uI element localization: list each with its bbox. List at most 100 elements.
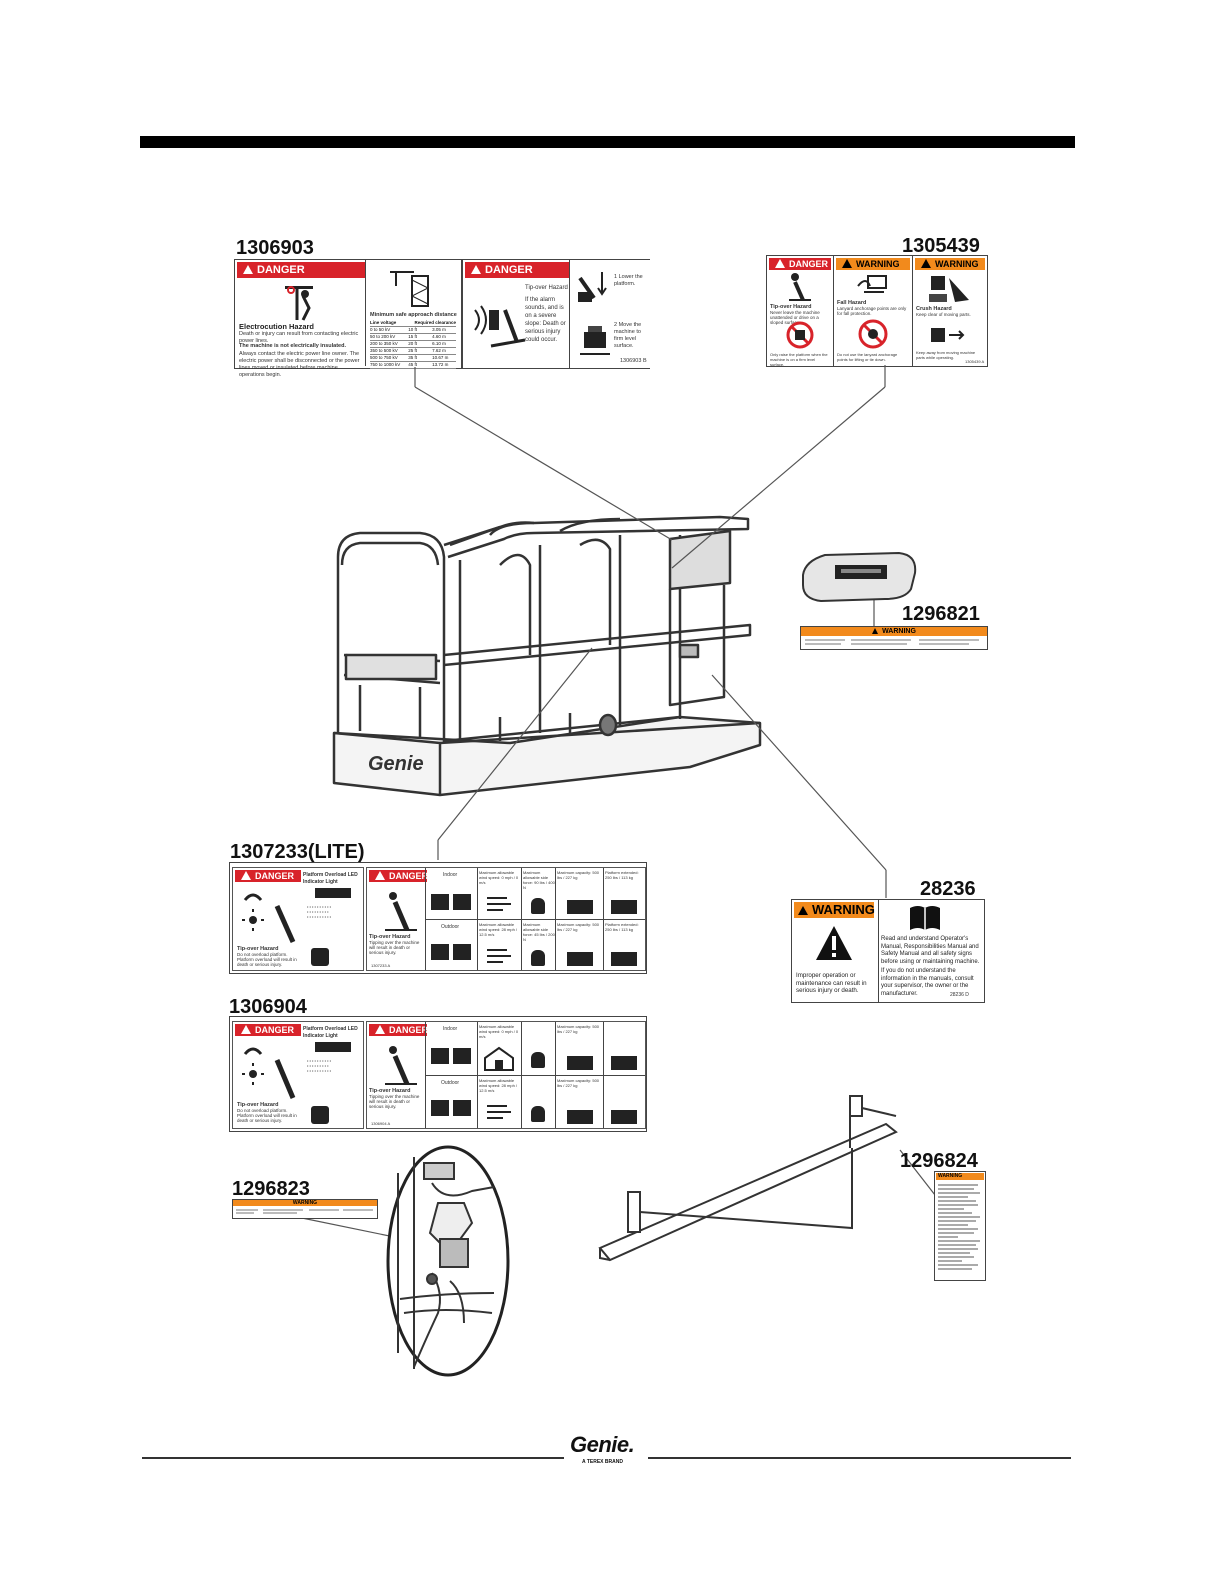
alarm-text: If the alarm sounds, and is on a severe … xyxy=(525,297,566,343)
left-text: Improper operation or maintenance can re… xyxy=(796,972,867,994)
capacity-icon-2 xyxy=(567,1110,593,1124)
decal-1296823: WARNING xyxy=(232,1199,378,1219)
led-light-icon xyxy=(315,888,351,898)
p1-text: Never leave the machine unattended or dr… xyxy=(770,310,820,325)
capacity-indoor: Maximum capacity: 500 lbs / 227 kg xyxy=(557,1024,600,1034)
tipover2-title: Tip-over Hazard xyxy=(369,934,411,940)
text-line xyxy=(938,1240,980,1242)
outdoor-label: Outdoor xyxy=(441,1080,460,1086)
extended-icon-2 xyxy=(611,1110,637,1124)
p2b-text: Do not use the lanyard anchorage points … xyxy=(837,352,898,362)
text-line xyxy=(938,1204,978,1206)
danger-header: DANGER xyxy=(235,870,301,882)
lower-text: 1 Lower the platform. xyxy=(614,274,643,287)
detail-circle-illustration xyxy=(386,1145,510,1377)
wind-outdoor: Maximum allowable wind speed: 28 mph / 1… xyxy=(479,1078,518,1093)
side-force-indoor: Maximum allowable side force: 90 lbs / 4… xyxy=(523,870,555,890)
indoor-label: Indoor xyxy=(443,872,458,878)
danger-header-2: DANGER xyxy=(465,262,573,278)
warning-header: WARNING xyxy=(794,902,875,918)
capacity-panel: DANGER Tip-over Hazard Tipping over the … xyxy=(366,1021,646,1129)
wind-icon xyxy=(487,1105,511,1119)
crush-panel: WARNING Crush Hazard Keep clear of movin… xyxy=(913,256,987,366)
overload-panel: DANGER Platform Overload LED Indicator L… xyxy=(232,867,364,971)
text-line xyxy=(938,1264,978,1266)
part-number-1307233: 1307233(LITE) xyxy=(230,841,365,863)
right-text-1: Read and understand Operator's Manual, R… xyxy=(881,936,980,965)
machine-level-icon xyxy=(580,326,610,355)
clearance-cell: 200 to 350 kV xyxy=(370,341,398,346)
p1b-text: Only raise the platform when the machine… xyxy=(770,352,828,367)
extended-icon xyxy=(611,1056,637,1070)
text-line xyxy=(938,1260,962,1262)
text-line xyxy=(938,1256,974,1258)
overload-indicator-icon xyxy=(242,1047,296,1099)
outdoor-icon xyxy=(429,940,473,964)
part-number-28236: 28236 xyxy=(920,878,976,900)
person-tipping-icon xyxy=(385,1046,417,1085)
indoor-house-icon xyxy=(429,1044,473,1066)
not-insulated-text: The machine is not electrically insulate… xyxy=(239,343,346,349)
overload-title: Platform Overload LED Indicator Light xyxy=(303,1026,358,1039)
clearance-cell: 45 ft xyxy=(408,362,417,367)
clearance-cell: 13.72 m xyxy=(432,362,449,367)
extended-icon xyxy=(611,900,637,914)
led-light-icon xyxy=(315,1042,351,1052)
capacity-outdoor: Maximum capacity: 500 lbs / 227 kg xyxy=(557,1078,600,1088)
hand-force-icon xyxy=(531,1052,545,1068)
clearance-cell: 6.10 m xyxy=(432,341,446,346)
text-line xyxy=(938,1212,972,1214)
clearance-cell: 500 to 750 kV xyxy=(370,355,398,360)
capacity-icon-2 xyxy=(567,952,593,966)
decal-text-lines xyxy=(938,1184,982,1276)
text-line xyxy=(938,1252,970,1254)
decal-1306903-left: DANGER Electrocution Hazard Death or inj… xyxy=(234,259,462,378)
clearance-cell: Required clearance xyxy=(414,320,456,325)
warning-header: WARNING xyxy=(801,627,987,636)
overload-light-illustration xyxy=(802,551,917,603)
lower-platform-icon xyxy=(578,272,607,302)
part-number-1296821: 1296821 xyxy=(902,603,980,625)
overload-panel: DANGER Platform Overload LED Indicator L… xyxy=(232,1021,364,1129)
wind-outdoor: Maximum allowable wind speed: 28 mph / 1… xyxy=(479,922,518,937)
crush-icon xyxy=(929,276,969,302)
clearance-cell: 20 ft xyxy=(408,341,417,346)
no-slope-icon xyxy=(786,321,814,349)
wind-indoor: Maximum allowable wind speed: 0 mph / 0 … xyxy=(479,870,519,885)
part-number-1306903: 1306903 xyxy=(236,237,314,259)
tipover-title: Tip-over Hazard xyxy=(237,946,279,952)
part-number-1306904: 1306904 xyxy=(229,996,307,1018)
drive-text: 2 Move the machine to firm level surface… xyxy=(614,322,642,349)
capacity-icon xyxy=(567,1056,593,1070)
no-tie-down-icon xyxy=(858,319,888,349)
warning-triangle-icon xyxy=(816,926,852,960)
clearance-cell: 350 to 500 kV xyxy=(370,348,398,353)
decal-1296821: WARNING xyxy=(800,626,988,650)
indoor-house-outline-icon xyxy=(484,1046,514,1071)
text-line xyxy=(938,1268,972,1270)
warning-header: WARNING xyxy=(836,258,910,270)
tipover-text: Do not overload platform. Platform overl… xyxy=(237,952,297,967)
clearance-cell: 35 ft xyxy=(408,355,417,360)
overload-indicator-icon xyxy=(242,893,296,944)
decal-1306903-right: DANGER Tip-over Hazard If the alarm soun… xyxy=(462,259,650,369)
outdoor-icon xyxy=(429,1096,473,1120)
clearance-row: 200 to 350 kV 20 ft 6.10 m xyxy=(370,341,456,348)
platform-genie-logo: Genie xyxy=(368,753,424,775)
clearance-panel: Minimum safe approach distance Line volt… xyxy=(365,260,460,369)
p3-title: Crush Hazard xyxy=(916,306,952,312)
wind-indoor: Maximum allowable wind speed: 0 mph / 0 … xyxy=(479,1024,519,1039)
indoor-house-icon xyxy=(429,890,473,912)
tipover-title: Tip-over Hazard xyxy=(237,1102,279,1108)
text-line xyxy=(938,1196,968,1198)
overload-title: Platform Overload LED Indicator Light xyxy=(303,872,358,885)
electrocution-icon xyxy=(285,286,313,321)
warning-header-2: WARNING xyxy=(915,258,985,270)
siren-icon xyxy=(474,305,526,348)
indoor-label: Indoor xyxy=(443,1026,458,1032)
text-line xyxy=(938,1200,976,1202)
decal-code: 1306903 B xyxy=(620,358,647,364)
platform-illustration: Genie xyxy=(332,515,762,797)
lower-platform-panel: 1 Lower the platform. xyxy=(569,260,650,315)
